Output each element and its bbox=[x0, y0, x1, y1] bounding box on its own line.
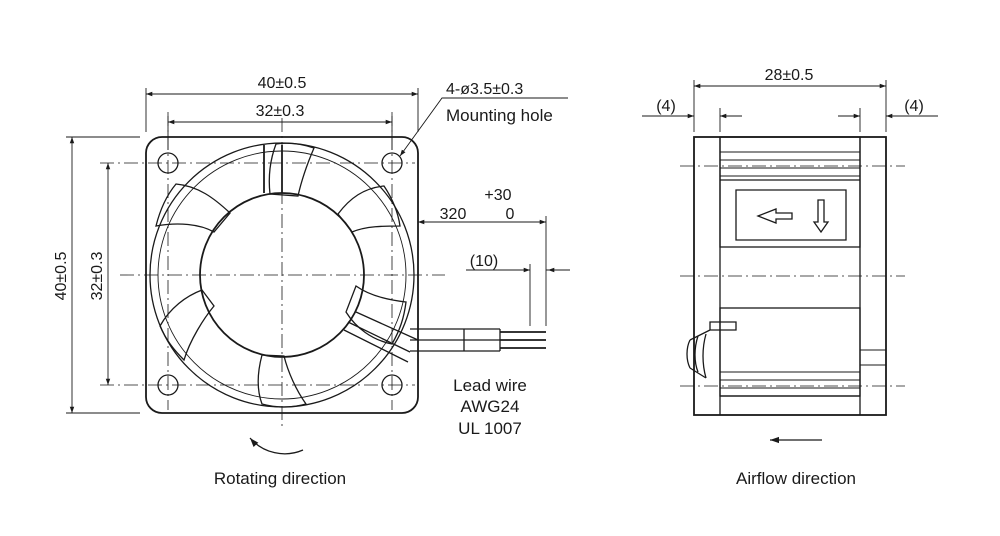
fan-blades bbox=[155, 142, 407, 408]
lead-tolerance-lower: 0 bbox=[506, 206, 515, 223]
lead-wire-standard: UL 1007 bbox=[458, 419, 522, 438]
dim-hole-pitch-width: 32±0.3 bbox=[256, 103, 305, 120]
mounting-hole-spec: 4-ø3.5±0.3 bbox=[446, 81, 523, 98]
lead-wire-label: Lead wire bbox=[453, 376, 527, 395]
dim-hole-pitch-height: 32±0.3 bbox=[89, 251, 106, 300]
side-lead-wires bbox=[686, 321, 737, 379]
dim-depth: 28±0.5 bbox=[765, 67, 814, 84]
dim-flange-left: (4) bbox=[656, 98, 676, 115]
mounting-hole-top-left bbox=[157, 152, 179, 174]
lead-tolerance-upper: +30 bbox=[484, 187, 511, 204]
lead-wires bbox=[410, 328, 546, 352]
mounting-hole-bottom-left bbox=[157, 374, 179, 396]
side-view-caption: Airflow direction bbox=[736, 469, 856, 488]
label-rotation-arrow bbox=[812, 199, 830, 234]
dim-overall-width: 40±0.5 bbox=[258, 75, 307, 92]
mounting-hole-label: Mounting hole bbox=[446, 106, 553, 125]
rotation-arrow bbox=[249, 437, 304, 455]
side-lower-housing bbox=[719, 307, 886, 397]
dim-overall-height: 40±0.5 bbox=[53, 251, 70, 300]
lead-wire-rib bbox=[343, 311, 419, 363]
lead-wire-gauge: AWG24 bbox=[461, 397, 520, 416]
dim-flange-right: (4) bbox=[904, 98, 924, 115]
front-view-caption: Rotating direction bbox=[214, 469, 346, 488]
mounting-hole-leader bbox=[399, 97, 568, 157]
label-airflow-arrow bbox=[756, 208, 793, 224]
strip-length: (10) bbox=[470, 253, 498, 270]
side-view: 28±0.5 (4) (4) Airflow direction bbox=[642, 67, 938, 488]
mounting-hole-bottom-right bbox=[381, 374, 403, 396]
mounting-hole-top-right bbox=[381, 152, 403, 174]
lead-length: 320 bbox=[440, 206, 467, 223]
side-upper-housing bbox=[719, 136, 861, 248]
front-view: 40±0.5 32±0.3 40±0.5 32±0.3 4-ø3.5±0.3 M… bbox=[53, 75, 570, 488]
